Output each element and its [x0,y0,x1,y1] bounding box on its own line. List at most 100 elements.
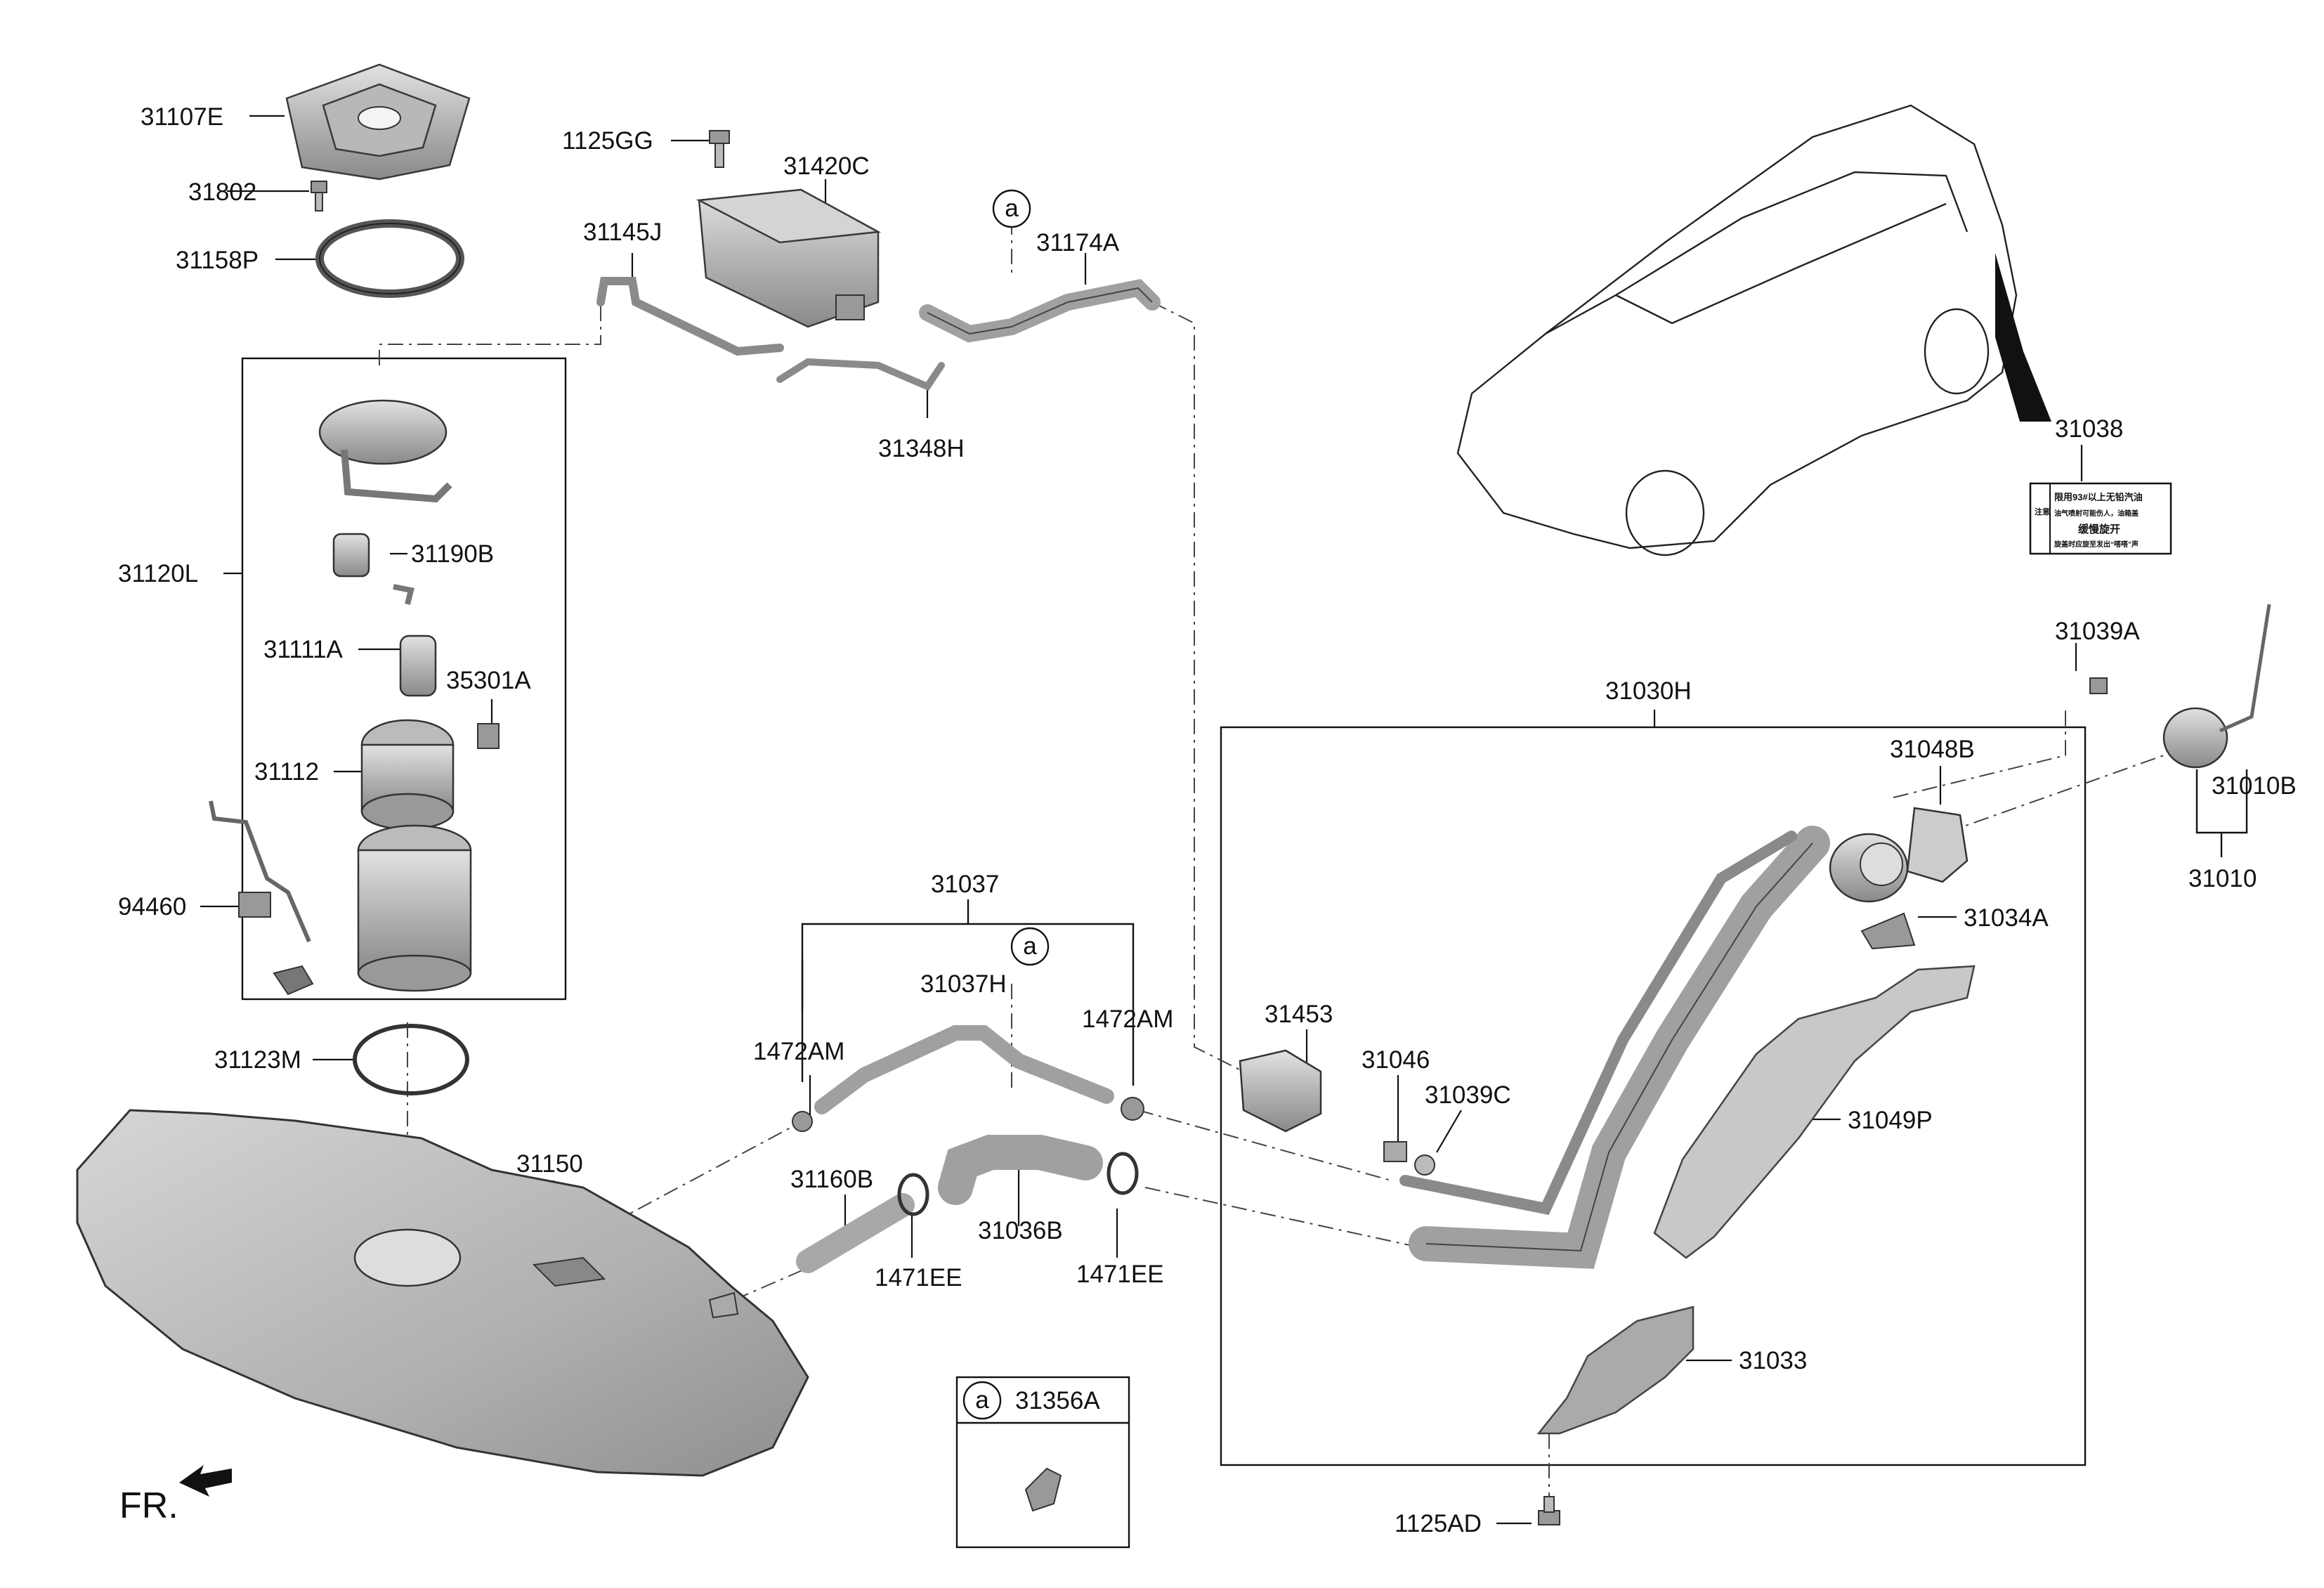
label-31158P: 31158P [176,247,259,274]
part-31036B-hose [938,1135,1103,1205]
part-31802-bolt [311,181,327,211]
dash-hose-to-pipe [1137,1109,1392,1181]
svg-text:a: a [1005,195,1019,222]
part-31039C-clip [1414,1154,1435,1176]
part-31190B-filter [332,533,370,578]
legend-box [955,1376,1130,1549]
label-31034A: 31034A [1964,904,2049,932]
dash-31174A-to-31453 [1151,301,1251,1076]
label-1125AD: 1125AD [1395,1510,1482,1537]
part-1125AD-bolt [1538,1496,1560,1525]
sticker-line-4: 旋盖时应旋至发出“嗒嗒”声 [2054,540,2139,549]
front-label: FR. [119,1485,178,1526]
label-1471EE-left: 1471EE [875,1264,962,1291]
part-pump-flange [318,399,452,503]
part-31158P-lock-ring [315,219,464,298]
label-31190B: 31190B [411,540,494,568]
part-1472AM-clamp-left [792,1111,813,1132]
label-1472AM-right: 1472AM [1082,1005,1173,1033]
label-31049P: 31049P [1848,1107,1933,1134]
part-31150-fuel-tank [76,1109,809,1477]
pump-module-box [241,357,567,1001]
part-31049P-shield [1653,965,1976,1259]
svg-text:a: a [1023,932,1037,960]
label-31111A: 31111A [263,636,344,663]
svg-text:a: a [975,1386,989,1414]
front-arrow-icon [179,1465,232,1497]
label-31036B: 31036B [978,1217,1063,1244]
label-31160B: 31160B [790,1166,873,1193]
label-31123M: 31123M [214,1046,301,1074]
label-31039A: 31039A [2055,618,2140,645]
bracket-31037 [801,923,1135,1086]
part-31174A-hose [919,278,1161,343]
label-31802: 31802 [188,178,256,206]
part-31039A-screw [2089,677,2108,694]
dash-tank-to-hose [533,1127,791,1265]
callout-a-mid: a [1010,927,1050,966]
part-31037H-hose [814,1025,1114,1114]
label-31150: 31150 [516,1150,583,1178]
label-31356A: 31356A [1015,1387,1100,1414]
label-31039C: 31039C [1425,1081,1511,1109]
label-31038: 31038 [2055,415,2123,443]
sticker-line-3: 缓慢旋开 [2078,523,2120,535]
part-pump-housing [357,824,472,992]
part-31107E-cover [285,63,471,181]
label-31107E: 31107E [141,103,223,131]
part-31046-grommet [1383,1141,1407,1162]
part-31010-fuel-cap [2162,604,2271,769]
part-94460-sender [209,800,314,996]
sticker-line-2: 油气喷射可能伤人，油箱盖 [2054,509,2139,518]
label-31046: 31046 [1362,1046,1430,1074]
sticker-side: 注意 [2035,507,2050,516]
part-31111A-pump [393,584,437,697]
label-31112: 31112 [254,758,319,786]
part-1125GG-bolt [709,130,730,168]
part-31145J-tube [596,277,784,356]
part-31033-bracket [1536,1306,1695,1435]
label-31010B: 31010B [2212,772,2297,800]
label-31420C: 31420C [783,152,870,180]
filler-neck-box [1220,726,2087,1466]
callout-a-legend: a [962,1381,1002,1420]
part-31420C-canister [696,188,882,328]
callout-a-top: a [992,189,1031,228]
label-31120L: 31120L [118,560,198,587]
label-35301A: 35301A [446,667,531,694]
part-1472AM-clamp-right [1121,1097,1144,1121]
front-direction-indicator: FR. [119,1465,232,1526]
part-31348H-tube [776,358,945,391]
label-1471EE-right: 1471EE [1076,1261,1164,1288]
part-31356A-clip [1024,1467,1062,1512]
label-1472AM-left: 1472AM [753,1038,844,1065]
label-31145J: 31145J [583,219,662,246]
part-35301A-sensor [477,723,500,749]
part-31048B-gasket [1906,807,1969,883]
part-31160B-pipe [796,1193,915,1273]
label-31030H: 31030H [1605,677,1692,705]
part-1471EE-clamp-left [897,1173,929,1216]
label-1125GG: 1125GG [562,127,653,155]
dash-31048B [1893,710,2066,798]
sticker-line-1: 限用93#以上无铅汽油 [2054,492,2143,502]
label-31453: 31453 [1265,1001,1333,1028]
label-31048B: 31048B [1890,736,1975,763]
part-31112-reservoir [360,719,455,831]
fuel-warning-sticker: 限用93#以上无铅汽油 油气喷射可能伤人，油箱盖 缓慢旋开 旋盖时应旋至发出“嗒… [2029,482,2172,555]
label-31010: 31010 [2188,865,2257,892]
dash-31145J [379,302,601,365]
label-31033: 31033 [1739,1347,1807,1374]
label-31037H: 31037H [920,970,1007,998]
vehicle-outline [1456,104,2051,557]
label-31348H: 31348H [878,435,965,462]
label-31037: 31037 [931,871,999,898]
label-94460: 94460 [118,893,186,920]
label-31174A: 31174A [1036,229,1120,256]
dash-filler-hose-to-pipe [1144,1187,1420,1248]
dash-cap [1945,755,2165,833]
part-31034A-bracket [1860,912,1916,950]
part-31123M-oring [353,1024,469,1095]
part-1471EE-clamp-right [1106,1152,1139,1195]
